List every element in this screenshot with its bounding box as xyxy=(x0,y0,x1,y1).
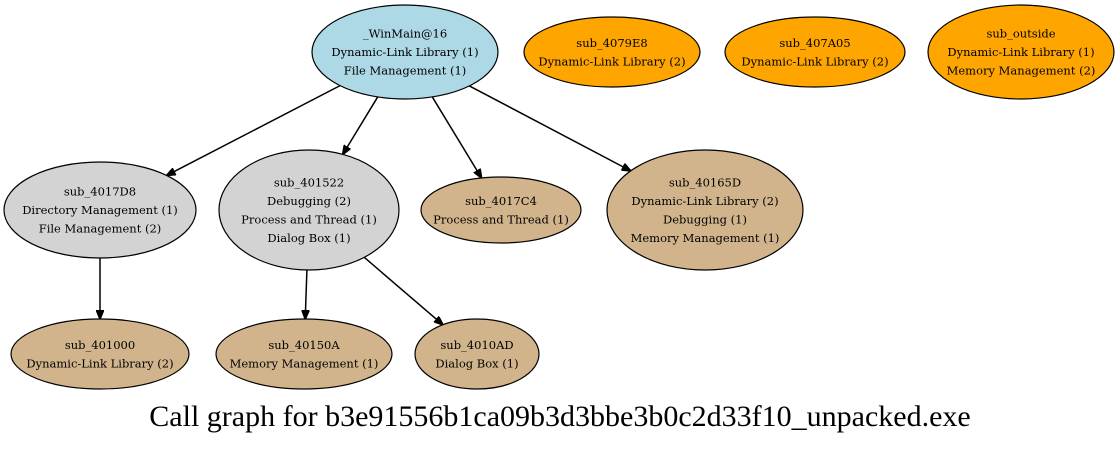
edge-sub_401522-to-sub_4010AD xyxy=(363,256,443,324)
node-api-category: Dynamic-Link Library (2) xyxy=(26,356,173,370)
node-sub-40165d: sub_40165D Dynamic-Link Library (2) Debugg… xyxy=(606,149,804,271)
node-ellipse xyxy=(523,16,701,88)
node-api-category: Dialog Box (1) xyxy=(435,356,518,370)
node-api-category: Dialog Box (1) xyxy=(267,231,350,245)
node-ellipse xyxy=(414,318,540,390)
node-api-category: Process and Thread (1) xyxy=(241,212,377,226)
node-ellipse xyxy=(3,161,197,259)
node-name: sub_407A05 xyxy=(779,36,850,50)
node-name: sub_40165D xyxy=(669,175,741,189)
node-api-category: Memory Management (1) xyxy=(230,356,379,370)
node-name: sub_4010AD xyxy=(440,338,513,352)
node-api-category: File Management (2) xyxy=(39,222,162,236)
node-ellipse xyxy=(215,318,393,390)
node-sub-4010ad: sub_4010AD Dialog Box (1) xyxy=(414,318,540,390)
edge-winmain-to-sub_4017D8 xyxy=(167,84,341,176)
node-api-category: Dynamic-Link Library (1) xyxy=(947,45,1094,59)
node-api-category: Memory Management (1) xyxy=(631,231,780,245)
node-ellipse xyxy=(606,149,804,271)
node-api-category: Directory Management (1) xyxy=(22,203,178,217)
node-name: _WinMain@16 xyxy=(363,27,447,41)
node-api-category: Dynamic-Link Library (2) xyxy=(538,54,685,68)
node-sub-40150a: sub_40150A Memory Management (1) xyxy=(215,318,393,390)
node-name: sub_401522 xyxy=(274,175,344,189)
node-ellipse xyxy=(311,4,499,100)
node-name: sub_40150A xyxy=(268,338,340,352)
node-api-category: Dynamic-Link Library (2) xyxy=(741,54,888,68)
node-name: sub_4017D8 xyxy=(64,185,136,199)
node-api-category: Debugging (2) xyxy=(267,194,351,208)
node-ellipse xyxy=(218,149,400,271)
node-name: sub_4017C4 xyxy=(465,194,537,208)
graph-caption: Call graph for b3e91556b1ca09b3d3bbe3b0c… xyxy=(149,400,970,433)
node-api-category: Process and Thread (1) xyxy=(433,212,569,226)
edges-layer xyxy=(100,84,631,325)
node-name: sub_4079E8 xyxy=(576,36,647,50)
edge-sub_401522-to-sub_40150A xyxy=(305,269,307,319)
node-api-category: File Management (1) xyxy=(344,64,467,78)
node-api-category: Debugging (1) xyxy=(663,212,747,226)
edge-winmain-to-sub_401522 xyxy=(343,96,379,154)
node-ellipse xyxy=(10,318,190,390)
node-ellipse xyxy=(420,176,582,244)
node-ellipse xyxy=(927,4,1115,100)
node-api-category: Dynamic-Link Library (1) xyxy=(331,45,478,59)
node-api-category: Dynamic-Link Library (2) xyxy=(631,194,778,208)
edge-winmain-to-sub_40165D xyxy=(469,85,630,171)
node-name: sub_outside xyxy=(986,27,1055,41)
node-api-category: Memory Management (2) xyxy=(947,64,1096,78)
node-ellipse xyxy=(724,16,906,88)
edge-winmain-to-sub_4017C4 xyxy=(431,96,481,178)
node-name: sub_401000 xyxy=(65,338,135,352)
